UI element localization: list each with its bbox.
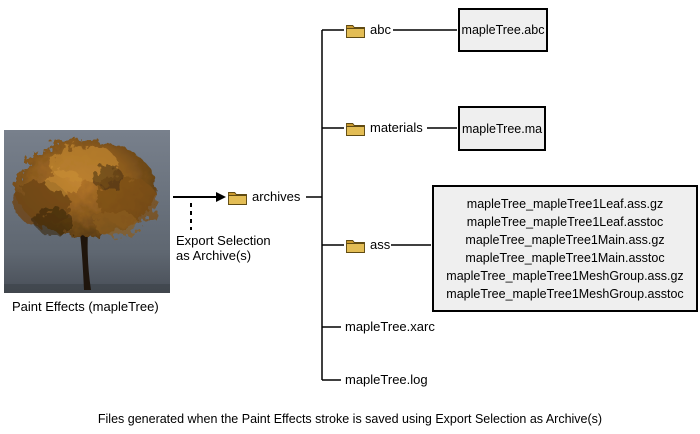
abc-folder-label: abc xyxy=(370,22,391,37)
abc-folder-icon xyxy=(346,23,365,38)
ass-folder-label: ass xyxy=(370,237,391,252)
materials-folder-icon xyxy=(346,121,365,136)
ass-file-box: mapleTree_mapleTree1Leaf.ass.gz mapleTre… xyxy=(432,185,698,312)
materials-folder-label: materials xyxy=(370,120,423,135)
abc-file-box: mapleTree.abc xyxy=(458,8,548,52)
export-selection-label: Export Selection as Archive(s) xyxy=(176,233,271,263)
xarc-file-label: mapleTree.xarc xyxy=(345,319,435,334)
right-arrow-icon xyxy=(216,192,226,202)
ass-folder-icon xyxy=(346,238,365,253)
export-selection-label-line1: Export Selection xyxy=(176,233,271,248)
archives-folder-label: archives xyxy=(252,189,301,204)
abc-folder: abc xyxy=(346,22,391,38)
footer-caption: Files generated when the Paint Effects s… xyxy=(97,412,603,426)
ass-file-name: mapleTree_mapleTree1Leaf.asstoc xyxy=(466,214,664,229)
paint-effects-image xyxy=(4,130,170,293)
materials-file-name: mapleTree.ma xyxy=(461,121,543,136)
archives-folder: archives xyxy=(228,189,300,205)
ass-folder: ass xyxy=(346,237,390,253)
archives-folder-icon xyxy=(228,190,247,205)
image-caption: Paint Effects (mapleTree) xyxy=(12,299,159,314)
ass-file-name: mapleTree_mapleTree1Main.ass.gz xyxy=(465,232,665,247)
ass-file-name: mapleTree_mapleTree1MeshGroup.ass.gz xyxy=(446,268,684,283)
materials-file-box: mapleTree.ma xyxy=(458,106,546,151)
maple-tree-illustration xyxy=(4,130,170,293)
abc-file-name: mapleTree.abc xyxy=(461,23,545,37)
ass-file-name: mapleTree_mapleTree1Main.asstoc xyxy=(465,250,665,265)
export-selection-label-line2: as Archive(s) xyxy=(176,248,252,263)
ass-file-name: mapleTree_mapleTree1Leaf.ass.gz xyxy=(466,196,664,211)
materials-folder: materials xyxy=(346,120,423,136)
ass-file-name: mapleTree_mapleTree1MeshGroup.asstoc xyxy=(446,286,684,301)
log-file-label: mapleTree.log xyxy=(345,372,428,387)
